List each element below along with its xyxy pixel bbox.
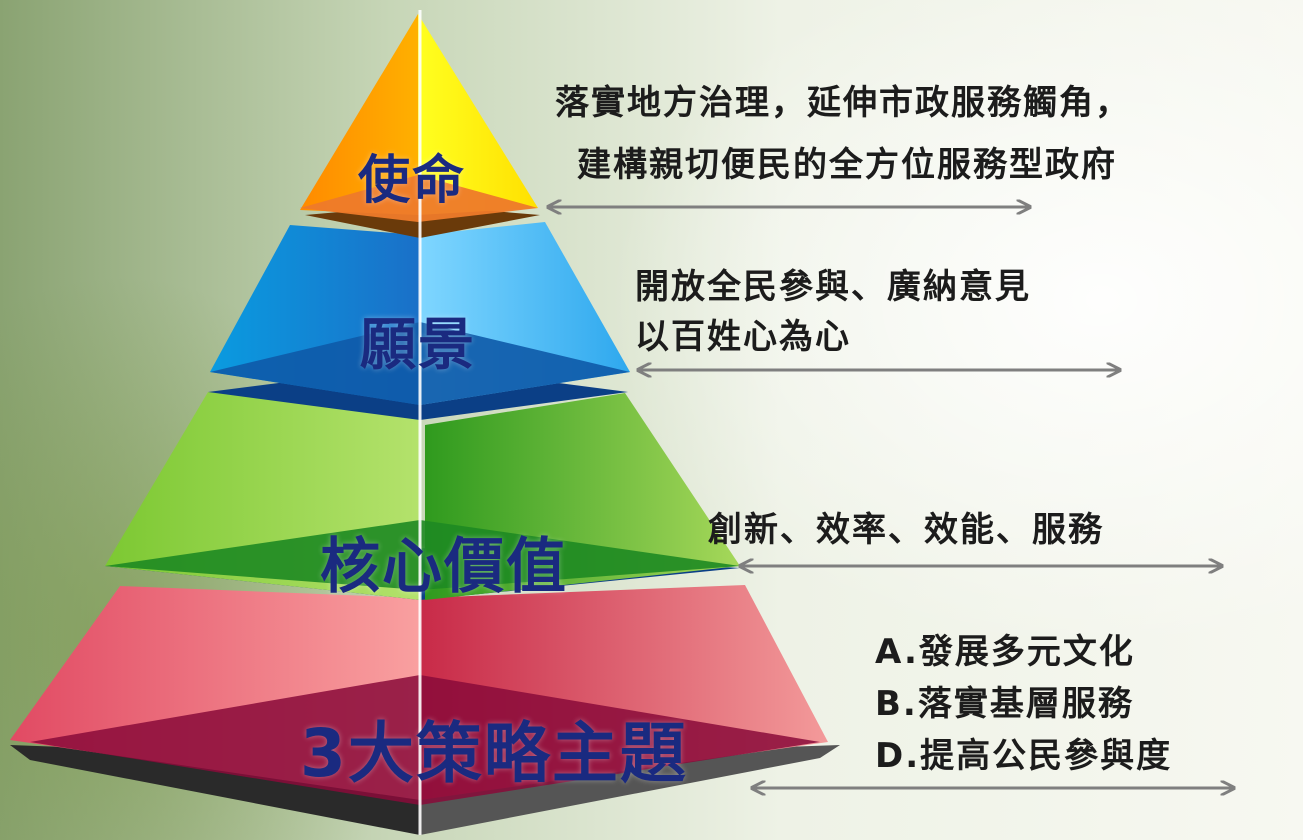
tier4-band (30, 675, 820, 805)
tier3-band (105, 520, 740, 590)
strategy-line-1: A.發展多元文化 (875, 632, 1135, 672)
core-values-line-1: 創新、效率、效能、服務 (708, 510, 1104, 550)
tier2-label: 願景 (360, 313, 476, 378)
tier1-left-face (300, 14, 418, 215)
mission-line-2: 建構親切便民的全方位服務型政府 (577, 145, 1117, 185)
tier1-right-face (418, 14, 538, 215)
strategy-description: A.發展多元文化 B.落實基層服務 D.提高公民參與度 (875, 626, 1172, 782)
mission-line-1: 落實地方治理，延伸市政服務觸角， (555, 83, 1131, 123)
tier4-label: 3大策略主題 (300, 715, 688, 792)
mission-description: 落實地方治理，延伸市政服務觸角， 建構親切便民的全方位服務型政府 (555, 72, 1131, 196)
vision-description: 開放全民參與、廣納意見 以百姓心為心 (635, 262, 1031, 362)
core-values-description: 創新、效率、效能、服務 (708, 506, 1104, 554)
vision-line-1: 開放全民參與、廣納意見 (635, 267, 1031, 307)
strategy-line-3: D.提高公民參與度 (875, 736, 1173, 776)
tier1-label: 使命 (358, 151, 467, 211)
strategy-line-2: B.落實基層服務 (875, 684, 1134, 724)
tier3-label: 核心價值 (320, 532, 568, 602)
vision-line-2: 以百姓心為心 (635, 317, 851, 357)
